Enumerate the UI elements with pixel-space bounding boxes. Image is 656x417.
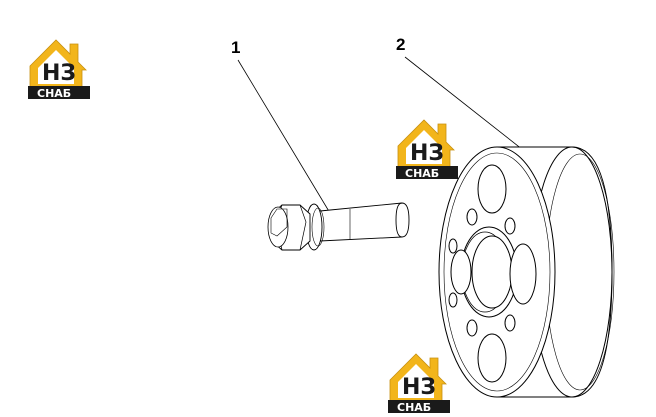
logo-brand-text: СНАБ [405,167,439,180]
flange-coupling-drawing [438,146,615,398]
leader-line-1 [237,59,334,219]
logo-mark-text: НЗ [42,61,76,86]
watermark-logo-bottom: НЗ СНАБ [387,353,451,414]
watermark-logo-top-left: НЗ СНАБ [27,39,91,100]
logo-brand-text: СНАБ [397,401,431,414]
flange-bolt-drawing [267,202,410,251]
logo-brand-text: СНАБ [37,87,71,100]
logo-mark-text: НЗ [402,375,436,400]
callout-number-2: 2 [396,35,405,54]
logo-mark-text: НЗ [410,141,444,166]
callout-number-1: 1 [231,38,240,57]
watermark-logo-center: НЗ СНАБ [395,119,459,180]
